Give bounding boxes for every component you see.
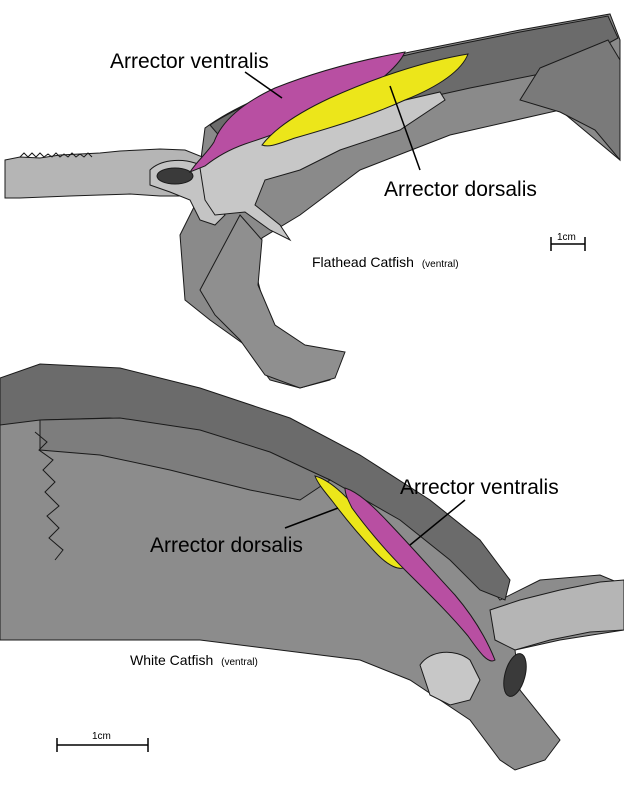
flathead-catfish-panel: Arrector ventralis Arrector dorsalis Fla… xyxy=(5,14,620,388)
flathead-spine-socket xyxy=(157,168,193,184)
flathead-species-name: Flathead Catfish xyxy=(312,254,414,270)
flathead-scale-bar: 1cm xyxy=(551,232,585,251)
flathead-caption: Flathead Catfish (ventral) xyxy=(312,254,459,270)
flathead-dorsalis-label: Arrector dorsalis xyxy=(384,178,537,201)
flathead-scale-label: 1cm xyxy=(557,232,576,243)
white-species-name: White Catfish xyxy=(130,652,213,668)
white-dorsalis-label: Arrector dorsalis xyxy=(150,534,303,557)
white-scale-bar: 1cm xyxy=(57,731,148,752)
white-scale-label: 1cm xyxy=(92,731,111,742)
white-view-label: (ventral) xyxy=(221,657,258,668)
white-caption: White Catfish (ventral) xyxy=(130,652,258,668)
white-ventralis-label: Arrector ventralis xyxy=(400,476,559,499)
flathead-ventralis-label: Arrector ventralis xyxy=(110,50,269,73)
white-catfish-panel: Arrector ventralis Arrector dorsalis Whi… xyxy=(0,364,624,770)
flathead-view-label: (ventral) xyxy=(422,259,459,270)
